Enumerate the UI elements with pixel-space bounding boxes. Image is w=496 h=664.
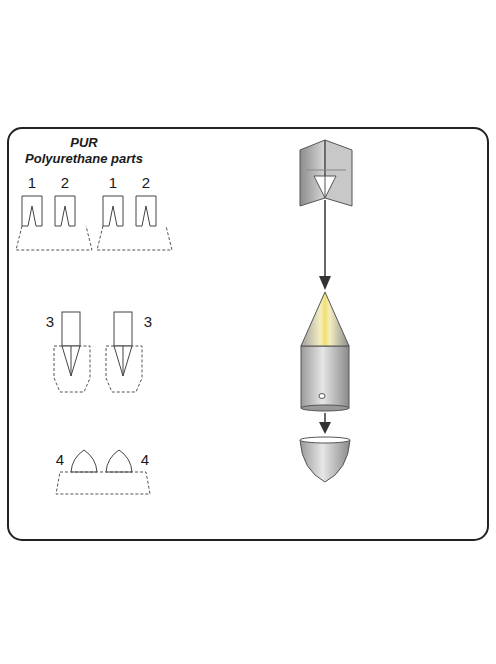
- callout-number: 3: [144, 314, 152, 329]
- sprue: [16, 226, 172, 250]
- callout-number: 2: [61, 175, 69, 190]
- callout-number: 4: [141, 452, 149, 467]
- callout-number: 4: [56, 452, 64, 467]
- part-3: [62, 312, 132, 376]
- body: [301, 292, 349, 411]
- frame: [8, 128, 488, 540]
- callout-number: 3: [46, 314, 54, 329]
- fins: [300, 140, 352, 206]
- arrow: [324, 200, 326, 282]
- nose: [300, 437, 350, 482]
- callout-number: 1: [28, 175, 36, 190]
- callout-number: 1: [109, 175, 117, 190]
- part-1-2: [22, 196, 156, 226]
- part-4: [71, 450, 132, 472]
- callout-number: 2: [142, 175, 150, 190]
- sprue: [54, 346, 142, 392]
- heading: PUR: [70, 136, 97, 149]
- heading: Polyurethane parts: [25, 152, 143, 165]
- arrow: [319, 422, 331, 434]
- sprue: [56, 472, 150, 494]
- arrow: [319, 276, 331, 290]
